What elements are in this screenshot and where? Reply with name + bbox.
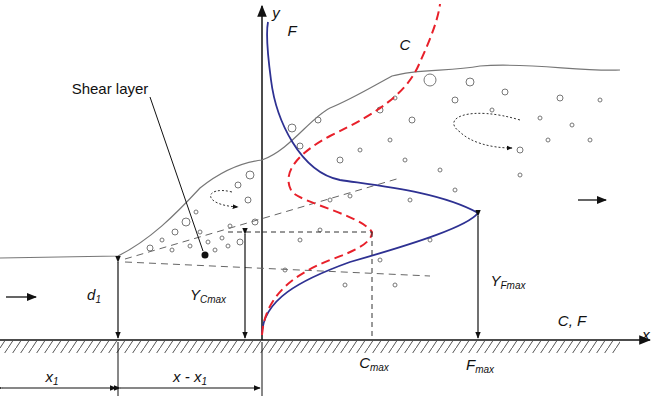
shear-layer-point <box>202 252 209 259</box>
reference-line <box>262 232 372 233</box>
axis-label: y <box>272 5 280 20</box>
concentration-profile <box>262 4 440 335</box>
tick-label: Cmax <box>359 355 389 373</box>
air-bubble <box>452 97 458 103</box>
air-bubble <box>147 245 153 251</box>
shear-layer-boundary <box>125 262 430 276</box>
air-bubble <box>194 210 198 214</box>
callout-label: Shear layer <box>70 81 151 96</box>
air-bubble <box>220 236 224 240</box>
air-bubble <box>453 188 457 192</box>
air-bubble <box>160 238 164 242</box>
air-bubble <box>378 258 382 262</box>
air-bubble <box>337 157 343 163</box>
air-bubble <box>182 218 190 226</box>
air-bubble <box>403 158 407 162</box>
air-bubble <box>570 123 574 127</box>
tick-label: Fmax <box>466 357 494 375</box>
reference-line <box>372 232 373 340</box>
air-bubble <box>226 244 230 248</box>
air-bubble <box>298 238 302 242</box>
air-bubble <box>246 171 254 179</box>
free-surface <box>0 65 620 258</box>
recirculation-arrow <box>454 113 520 148</box>
flow-arrow <box>578 199 606 200</box>
dimension-label: x - x1 <box>171 369 209 387</box>
shear-layer-boundary <box>125 178 400 259</box>
x-axis <box>0 339 650 341</box>
air-bubble <box>283 268 287 272</box>
curve-label: C <box>400 37 411 52</box>
air-bubble <box>237 239 243 245</box>
air-bubble <box>546 138 550 142</box>
air-bubble <box>490 108 494 112</box>
air-bubble <box>517 147 523 153</box>
air-bubble <box>438 168 442 172</box>
air-bubble <box>588 138 592 142</box>
dimension-label: YCmax <box>188 287 228 305</box>
curve-label: F <box>287 23 296 38</box>
air-bubble <box>213 248 217 252</box>
air-bubble <box>318 228 322 232</box>
air-bubble <box>297 143 303 149</box>
air-bubble <box>245 197 251 203</box>
air-bubble <box>538 116 542 120</box>
air-bubble <box>206 240 210 244</box>
dimension-arrow <box>244 234 245 338</box>
axis-label: x <box>642 327 650 342</box>
air-bubble <box>358 148 362 152</box>
air-bubble <box>328 198 332 202</box>
air-bubble <box>393 283 397 287</box>
air-bubble <box>188 244 192 248</box>
air-bubble <box>228 224 232 228</box>
air-bubble <box>388 138 392 142</box>
dimension-label: YFmax <box>488 273 527 291</box>
air-bubble <box>598 98 602 102</box>
air-bubble <box>518 173 522 177</box>
extension-line <box>118 342 119 396</box>
air-bubble <box>172 229 178 235</box>
leader-line <box>150 97 203 251</box>
air-bubble <box>288 124 296 132</box>
recirculation-arrow <box>211 191 238 207</box>
axis-label: C, F <box>558 313 586 328</box>
air-bubble <box>409 117 415 123</box>
air-bubble <box>502 89 508 95</box>
air-bubble <box>408 198 412 202</box>
extension-line <box>262 342 263 396</box>
frequency-profile <box>262 22 478 335</box>
dimension-arrow <box>120 387 260 388</box>
reference-line <box>228 232 262 233</box>
air-bubble <box>466 78 474 86</box>
air-bubble <box>343 283 347 287</box>
dimension-label: d1 <box>87 287 101 305</box>
channel-bed-hatching <box>0 341 620 353</box>
air-bubble <box>170 248 174 252</box>
dimension-arrow <box>2 387 116 388</box>
air-bubble <box>252 219 258 225</box>
dimension-arrow <box>477 216 478 338</box>
air-bubble <box>235 182 241 188</box>
air-bubble <box>348 194 352 198</box>
flow-arrow <box>6 296 36 297</box>
dimension-arrow <box>117 262 118 338</box>
air-bubble <box>424 74 436 86</box>
dimension-label: x1 <box>43 369 60 387</box>
air-bubble <box>557 95 563 101</box>
air-bubble <box>198 230 202 234</box>
y-axis <box>261 6 263 340</box>
air-bubble <box>315 117 321 123</box>
